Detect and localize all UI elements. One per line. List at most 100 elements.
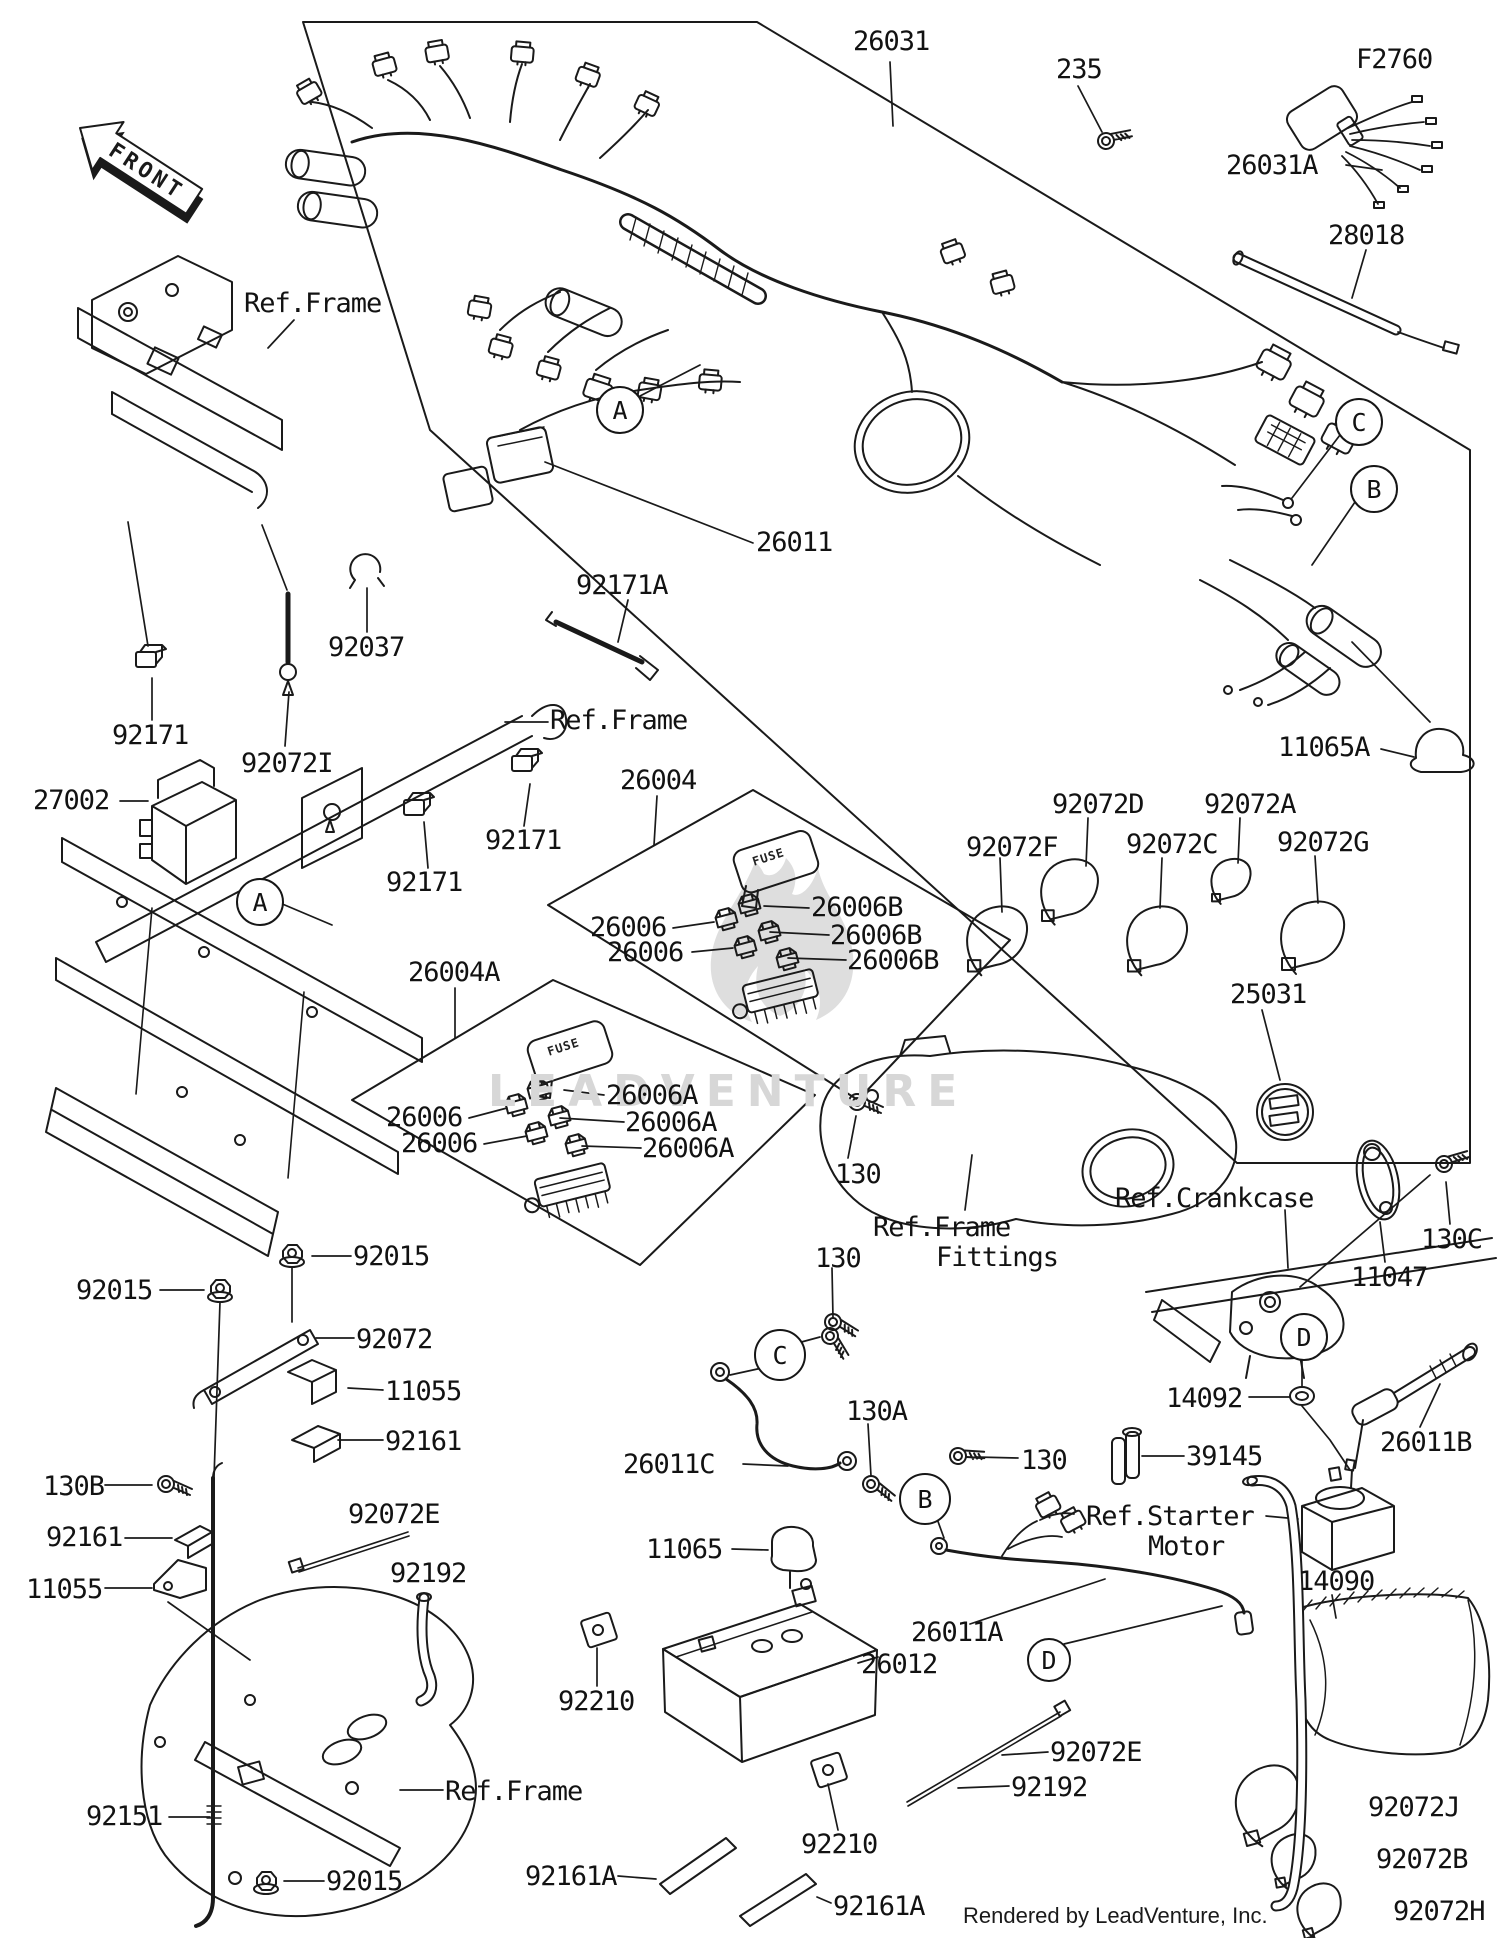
part-label: Ref.Frame	[550, 705, 688, 736]
part-label: 92072E	[348, 1499, 441, 1530]
part-label: 92161	[385, 1426, 462, 1457]
damper-92161-a	[292, 1426, 340, 1462]
ziptie-92072A	[1210, 858, 1252, 905]
part-label: 92151	[86, 1801, 163, 1832]
cap-25031	[1257, 1084, 1313, 1140]
fusebox-26004-box	[548, 790, 1010, 1100]
part-label: 26006	[386, 1102, 463, 1133]
part-label: 92192	[1011, 1772, 1088, 1803]
ziptie-92072D	[1040, 858, 1099, 926]
part-label: F2760	[1356, 44, 1433, 75]
part-label: 92072H	[1393, 1896, 1486, 1927]
bolt-130A	[859, 1473, 900, 1503]
part-label: 26011B	[1380, 1427, 1473, 1458]
strip-92161A-a	[660, 1838, 736, 1894]
part-label: 92015	[353, 1241, 430, 1272]
part-label: 26011A	[911, 1617, 1004, 1648]
part-label: 235	[1056, 54, 1103, 85]
part-label: 14090	[1298, 1566, 1375, 1597]
callout-B: B	[1350, 465, 1398, 513]
part-label: 26006	[607, 937, 684, 968]
cable-26011B	[1350, 1341, 1480, 1468]
callout-A: A	[596, 386, 644, 434]
cover-14090	[1296, 1588, 1489, 1754]
part-label: 26012	[861, 1649, 938, 1680]
part-label: 92171	[485, 825, 562, 856]
part-label: 130	[815, 1243, 862, 1274]
part-label: 92171A	[576, 570, 669, 601]
part-label: 26006A	[625, 1107, 718, 1138]
cable-26011C	[711, 1363, 856, 1470]
callout-C: C	[754, 1329, 806, 1381]
part-label: 26004	[620, 765, 697, 796]
part-label: 92072J	[1368, 1792, 1461, 1823]
connector-26011	[443, 381, 740, 512]
part-label: 92171	[386, 867, 463, 898]
part-label: 11055	[26, 1574, 103, 1605]
screw-235	[1093, 118, 1135, 156]
bulb-11065A	[1411, 729, 1474, 772]
part-label: 92072B	[1376, 1844, 1469, 1875]
part-label: 26031	[853, 26, 930, 57]
part-label: 92171	[112, 720, 189, 751]
part-label: 26006B	[811, 892, 904, 923]
part-label: 26031A	[1226, 150, 1319, 181]
bolt-130-b2	[946, 1438, 988, 1471]
part-label: 92072D	[1052, 789, 1145, 820]
part-label: 28018	[1328, 220, 1405, 251]
ziptie-92072E-left	[289, 1532, 409, 1573]
ziptie-92072C	[1126, 905, 1188, 977]
part-label: Motor	[1148, 1531, 1225, 1562]
connector-F2760	[1283, 82, 1442, 208]
part-label: 25031	[1230, 979, 1307, 1010]
part-label: Fittings	[936, 1242, 1059, 1273]
part-label: Ref.Frame	[873, 1212, 1011, 1243]
part-label: 26006A	[606, 1080, 699, 1111]
part-label: 92210	[558, 1686, 635, 1717]
multi-pin-connector	[1254, 414, 1316, 466]
frame-fittings-cover	[820, 1036, 1236, 1228]
part-label: Ref.Starter	[1086, 1501, 1255, 1532]
leadventure-watermark: LEADVENTURE	[488, 1066, 969, 1117]
nut-92015-c	[253, 1871, 279, 1895]
bolt-130C	[1431, 1140, 1472, 1179]
bracket-11055-a	[288, 1360, 336, 1404]
rod-92151	[196, 1463, 222, 1926]
clip-92171-a	[135, 644, 167, 668]
part-label: 26011	[756, 527, 833, 558]
part-label: 92072C	[1126, 829, 1219, 860]
bolt-130B	[157, 1475, 193, 1496]
footer-credit: Rendered by LeadVenture, Inc.	[963, 1903, 1268, 1928]
grommet-14092	[1290, 1387, 1314, 1405]
part-label: 92015	[76, 1275, 153, 1306]
ziptie-92072H	[1290, 1878, 1350, 1938]
leader-lines	[105, 62, 1450, 1903]
strap-92072	[193, 1330, 318, 1408]
part-label: 92072G	[1277, 827, 1370, 858]
crankcase	[1146, 1238, 1496, 1378]
frame-bottom-plate	[142, 1587, 476, 1916]
part-label: 11065	[646, 1534, 723, 1565]
part-label: 26006A	[642, 1133, 735, 1164]
part-label: 92072A	[1204, 789, 1297, 820]
ziptie-92072G	[1280, 900, 1346, 975]
part-label: 92192	[390, 1558, 467, 1589]
part-label: 11065A	[1278, 732, 1371, 763]
terminal-cap-11065	[771, 1527, 816, 1588]
part-label: 130	[1021, 1445, 1068, 1476]
starter-solenoid	[1302, 1459, 1394, 1570]
part-label: 27002	[33, 785, 110, 816]
part-label: 130A	[846, 1396, 908, 1427]
clip-92171-b	[511, 748, 543, 772]
part-label: 14092	[1166, 1383, 1243, 1414]
bracket-11055-b	[154, 1560, 206, 1598]
part-label: 11047	[1351, 1262, 1428, 1293]
part-label: 92161	[46, 1522, 123, 1553]
part-label: 92161A	[833, 1891, 926, 1922]
part-label: 26011C	[623, 1449, 716, 1480]
main-harness-box	[303, 22, 1470, 1163]
frame-mid-rail	[96, 705, 566, 962]
part-label: Ref.Frame	[445, 1776, 583, 1807]
